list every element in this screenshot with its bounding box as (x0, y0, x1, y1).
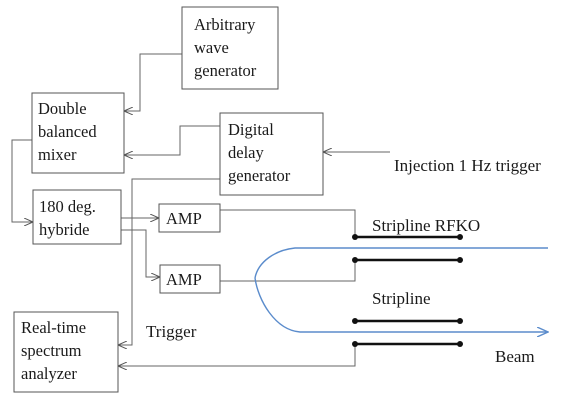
analyzer-line-2: spectrum (21, 341, 82, 360)
awg-line-1: Arbitrary (194, 15, 256, 34)
beam-label: Beam (495, 347, 535, 366)
beam-lower-line (254, 277, 548, 332)
hybrid-line-1: 180 deg. (39, 197, 96, 216)
analyzer-line-3: analyzer (21, 364, 77, 383)
delay-line-3: generator (228, 166, 291, 185)
injection-trigger-label: Injection 1 Hz trigger (394, 156, 541, 175)
stripline-rfko-electrodes (352, 234, 463, 263)
hybrid-to-amp2-arrow (121, 229, 160, 277)
delay-to-mixer-arrow (124, 125, 220, 155)
mixer-to-hybrid-arrow (11, 139, 33, 222)
amp1-to-rfko-wire (220, 209, 356, 237)
awg-line-2: wave (194, 38, 229, 57)
stripline-rfko-label: Stripline RFKO (372, 216, 480, 235)
mixer-line-3: mixer (38, 145, 77, 164)
amp-upper-label: AMP (166, 209, 202, 228)
delay-line-2: delay (228, 143, 264, 162)
delay-to-analyzer-trigger-arrow (118, 178, 220, 345)
spectrum-analyzer-block: Real-time spectrum analyzer (13, 311, 119, 393)
stripline-to-analyzer-arrow (118, 344, 356, 366)
hybrid-180-block: 180 deg. hybride (32, 189, 122, 245)
trigger-label: Trigger (146, 322, 197, 341)
amp-lower-block: AMP (159, 264, 221, 294)
arbitrary-wave-generator-block: Arbitrary wave generator (181, 6, 279, 90)
amp-lower-label: AMP (166, 270, 202, 289)
stripline-label: Stripline (372, 289, 431, 308)
delay-line-1: Digital (228, 120, 274, 139)
stripline-electrodes (352, 318, 463, 347)
beam-upper-line (254, 247, 548, 279)
awg-to-mixer-arrow (124, 53, 182, 111)
awg-line-3: generator (194, 61, 257, 80)
analyzer-line-1: Real-time (21, 318, 86, 337)
digital-delay-generator-block: Digital delay generator (219, 112, 324, 196)
hybrid-line-2: hybride (39, 220, 89, 239)
mixer-line-1: Double (38, 99, 87, 118)
mixer-line-2: balanced (38, 122, 97, 141)
amp-upper-block: AMP (158, 203, 221, 233)
double-balanced-mixer-block: Double balanced mixer (31, 92, 125, 174)
amp2-to-rfko-wire (220, 260, 356, 282)
